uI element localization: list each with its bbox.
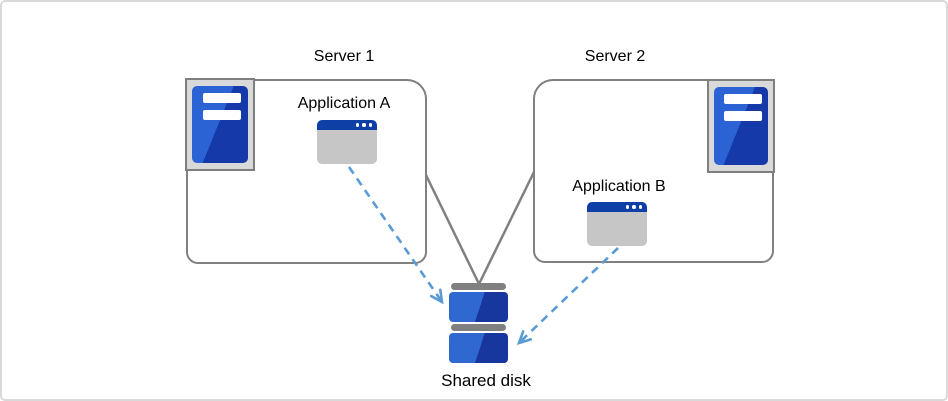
server-tower-icon [185, 78, 255, 171]
tower-slot [724, 111, 762, 121]
window-dot [362, 123, 366, 127]
window-dot [625, 205, 629, 209]
app-window-titlebar [587, 202, 647, 212]
app-window-icon [587, 202, 647, 246]
disk-cap [451, 324, 506, 331]
server1-label: Server 1 [313, 48, 375, 65]
window-dot [355, 123, 359, 127]
server1-to-disk-connector [423, 172, 481, 285]
app-window-body [587, 212, 647, 246]
app-window-body [317, 130, 377, 164]
window-dot [638, 205, 642, 209]
disk-platter [449, 333, 508, 363]
application-a-label: Application A [297, 95, 391, 112]
window-dot [368, 123, 372, 127]
disk-cap [451, 283, 506, 290]
application-b-label: Application B [572, 178, 666, 195]
app-window-titlebar [317, 120, 377, 130]
shared-disk-label: Shared disk [441, 371, 531, 390]
tower-slot [203, 93, 241, 103]
tower-slot [203, 110, 241, 120]
window-dot [632, 205, 636, 209]
tower-slot [724, 94, 762, 104]
disk-platter [449, 292, 508, 322]
app-window-icon [317, 120, 377, 164]
server2-label: Server 2 [584, 48, 646, 65]
server-tower-icon [707, 79, 775, 173]
